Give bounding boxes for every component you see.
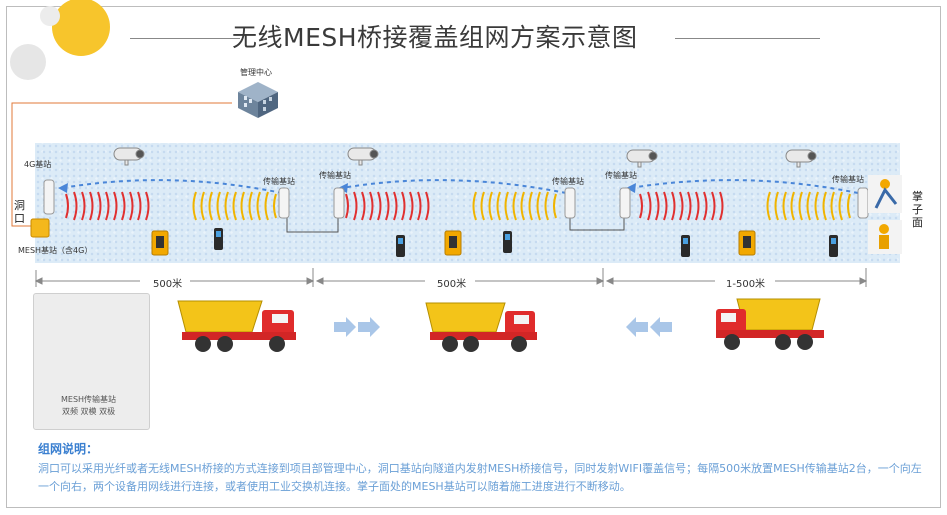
relay-station-label: 传输基站 — [605, 171, 637, 180]
emergency-phone-icon — [151, 230, 756, 256]
distance-label: 1-500米 — [726, 279, 766, 290]
camera-icon — [113, 147, 817, 168]
direction-arrow-icon — [334, 317, 672, 337]
distance-label: 500米 — [437, 279, 467, 290]
worker-icon — [868, 175, 902, 254]
server-building-icon — [238, 82, 278, 118]
relay-station-label: 传输基站 — [552, 177, 584, 186]
relay-station-label: 传输基站 — [263, 177, 295, 186]
dump-truck-icon — [425, 302, 537, 352]
entry-4g-station-label: 4G基站 — [24, 160, 52, 169]
device-card — [33, 293, 150, 430]
entry-mesh-station-label: MESH基站（含4G） — [18, 246, 93, 255]
title-rule-right — [675, 38, 820, 39]
decor-circle-grey-small — [40, 6, 60, 26]
mesh-base-station-icon — [43, 179, 869, 219]
title-rule-left — [130, 38, 240, 39]
tunnel-entrance-label: 洞 口 — [14, 199, 25, 225]
description-title: 组网说明： — [38, 442, 99, 456]
mesh-entry-box — [30, 218, 50, 238]
decor-circle-yellow — [52, 0, 110, 56]
relay-station-label: 传输基站 — [832, 175, 864, 184]
page-title: 无线MESH桥接覆盖组网方案示意图 — [232, 23, 638, 52]
wireless-link-arrow — [341, 179, 567, 194]
mobile-phone-icon — [214, 228, 838, 257]
decor-circle-grey — [10, 44, 46, 80]
distance-label: 500米 — [153, 279, 183, 290]
tunnel-face-label: 掌 子 面 — [912, 190, 923, 229]
relay-station-label: 传输基站 — [319, 171, 351, 180]
dump-truck-icon — [177, 300, 296, 352]
description-text: 洞口可以采用光纤或者无线MESH桥接的方式连接到项目部管理中心，洞口基站向隧道内… — [38, 462, 922, 493]
device-card-name: MESH传输基站 — [61, 395, 117, 404]
wireless-link-arrow — [629, 179, 859, 194]
tunnel-section — [35, 143, 900, 263]
dump-truck-icon — [716, 298, 824, 350]
wireless-link-arrow — [61, 179, 283, 194]
management-center-label: 管理中心 — [240, 68, 272, 77]
device-card-features: 双频 双模 双极 — [62, 407, 116, 416]
